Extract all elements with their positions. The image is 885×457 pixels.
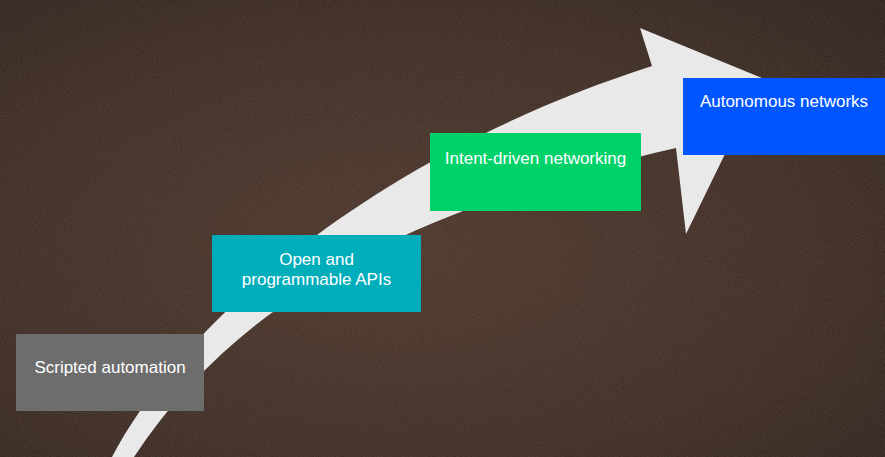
stage-box: Scripted automation — [16, 334, 204, 411]
stage-label: Scripted automation — [28, 358, 192, 378]
stage-label: Open and programmable APIs — [224, 250, 409, 290]
stage-box: Autonomous networks — [683, 78, 885, 155]
stage-box: Open and programmable APIs — [212, 235, 421, 312]
stage-label: Autonomous networks — [695, 92, 873, 112]
stage-label: Intent-driven networking — [442, 149, 629, 169]
curved-arrow — [112, 28, 762, 457]
stage-box: Intent-driven networking — [430, 133, 641, 211]
